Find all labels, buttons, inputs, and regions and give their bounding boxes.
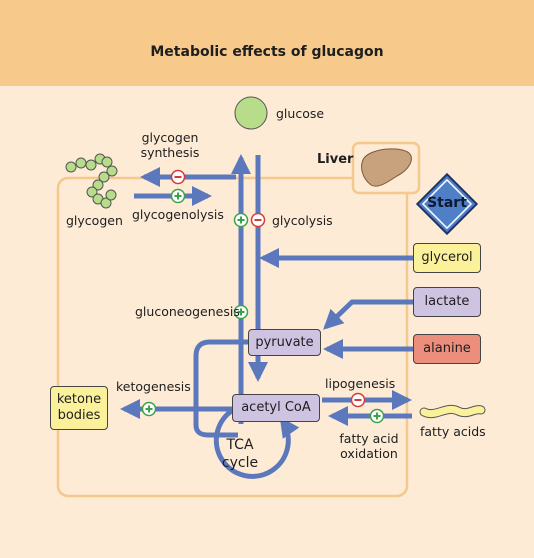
glucose-label: glucose: [276, 106, 325, 121]
pyruvate-box: pyruvate: [248, 329, 321, 356]
inhibit-icon: [170, 169, 186, 185]
acetyl-coa-box: acetyl CoA: [232, 394, 320, 422]
fatty-acid-oxidation-label: fatty acid oxidation: [339, 431, 399, 461]
arrow-lactate: [323, 299, 413, 330]
stimulate-icon: [369, 408, 385, 424]
glucose-circle: [234, 96, 268, 130]
lactate-box: lactate: [413, 287, 481, 317]
fatty-acid-shape: [420, 405, 485, 418]
glycogenolysis-label: glycogenolysis: [132, 207, 224, 222]
stimulate-icon: [233, 212, 249, 228]
glycolysis-label: glycolysis: [272, 213, 333, 228]
start-label: Start: [427, 195, 467, 211]
ketogenesis-label: ketogenesis: [116, 379, 191, 394]
glycogen-icon: [65, 153, 118, 209]
tca-cycle-ring: [213, 407, 300, 479]
glycogen-synthesis-label: glycogen synthesis: [140, 130, 200, 160]
stimulate-icon: [170, 188, 186, 204]
glycerol-box: glycerol: [413, 243, 481, 273]
tca-cycle-label: TCA cycle: [221, 437, 259, 471]
liver-label: Liver: [317, 152, 354, 167]
lipogenesis-label: lipogenesis: [325, 376, 396, 391]
diagram-title: Metabolic effects of glucagon: [150, 44, 384, 60]
arrow-pyruvate-gluconeogenesis: [193, 339, 248, 438]
header-band: [0, 0, 534, 86]
ketone-bodies-box: ketone bodies: [50, 386, 108, 430]
glycogen-label: glycogen: [66, 213, 123, 228]
alanine-box: alanine: [413, 334, 481, 364]
stimulate-icon: [141, 401, 157, 417]
liver-icon: [361, 148, 412, 187]
gluconeogenesis-label: gluconeogenesis: [135, 304, 240, 319]
stimulate-icon: [233, 304, 249, 320]
inhibit-icon: [350, 392, 366, 408]
start-diamond: [415, 172, 479, 236]
regulation-markers: [141, 169, 385, 424]
fatty-acids-label: fatty acids: [420, 424, 486, 439]
inhibit-icon: [250, 212, 266, 228]
